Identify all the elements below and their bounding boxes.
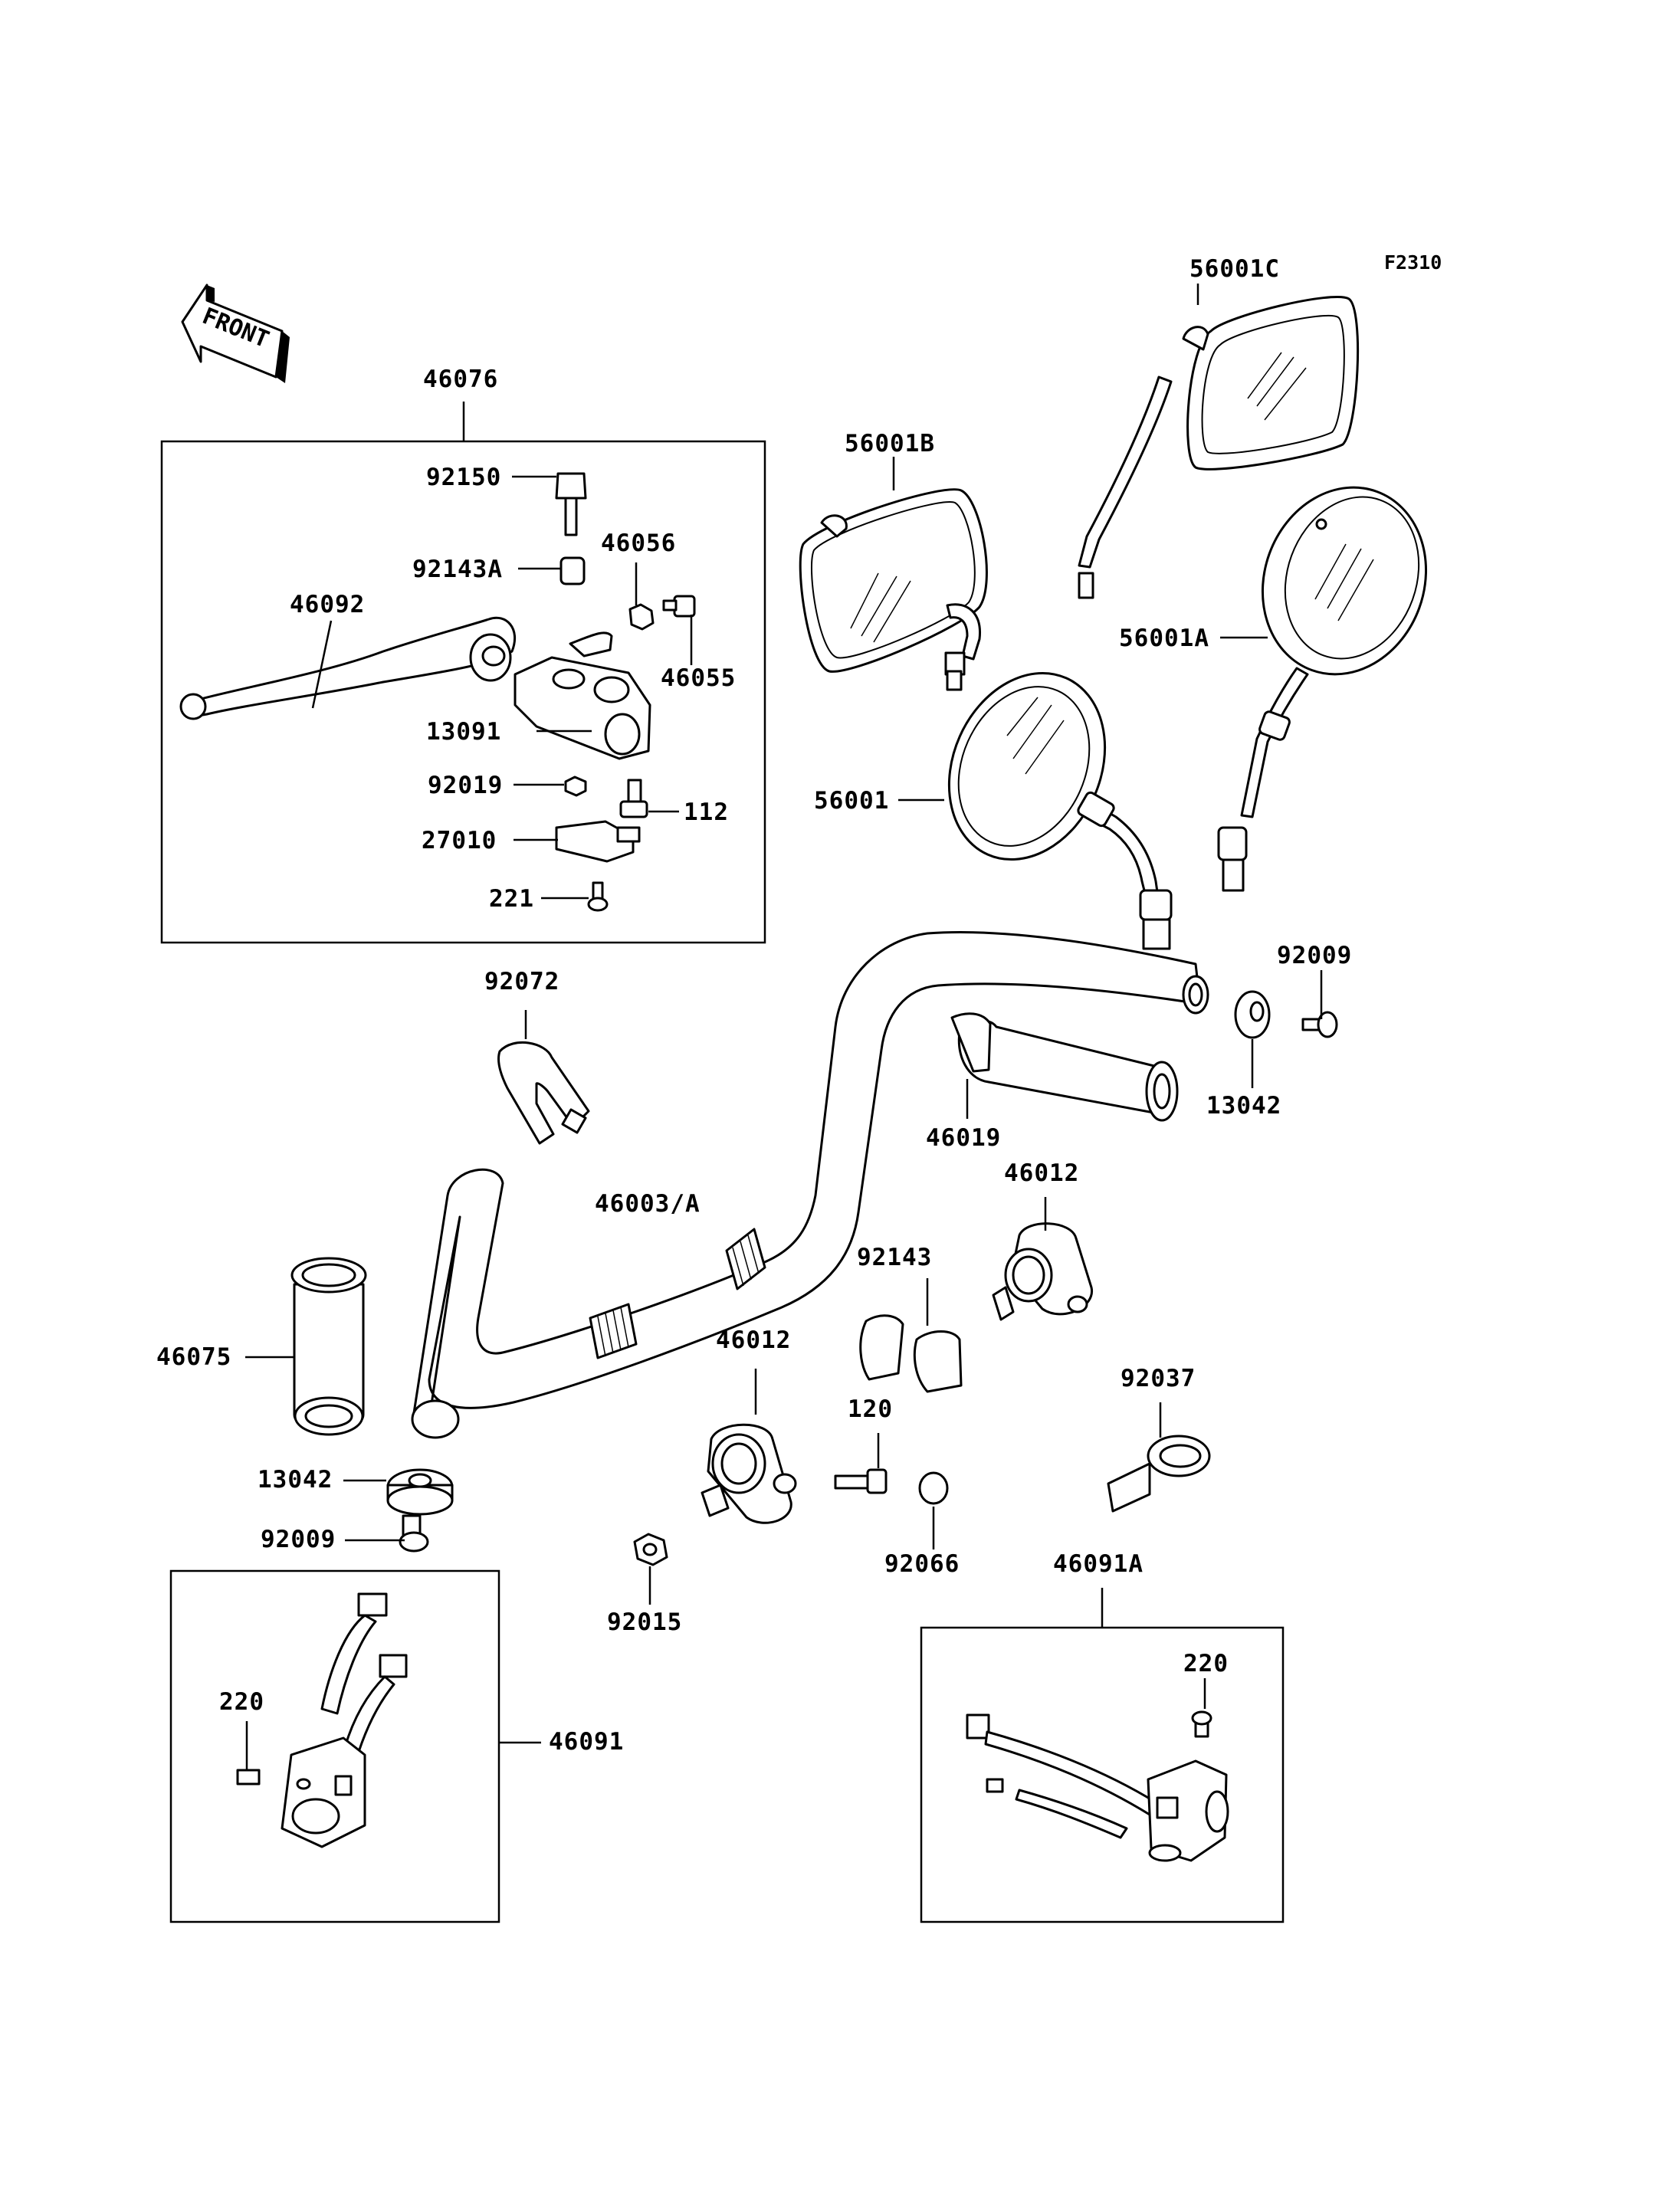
- part-label-92150: 92150: [426, 464, 502, 491]
- left-switch-box: [169, 1569, 500, 1923]
- part-label-56001C: 56001C: [1189, 255, 1280, 283]
- housing-46012-centre-icon: [701, 1423, 797, 1524]
- fitting-92037-icon: [1107, 1435, 1211, 1513]
- part-label-13042-left: 13042: [258, 1466, 333, 1494]
- part-label-120: 120: [848, 1395, 893, 1423]
- lever-46092-icon: [182, 616, 517, 716]
- screw-221-icon: [587, 881, 609, 912]
- part-label-56001B: 56001B: [845, 430, 935, 457]
- part-label-46075: 46075: [156, 1343, 232, 1371]
- figure-code: F2310: [1384, 251, 1442, 274]
- holder-13091-icon: [514, 631, 651, 760]
- weight-13042-left-icon: [386, 1468, 454, 1516]
- nut-92019-icon: [564, 776, 587, 797]
- mirror-56001B-icon: [799, 488, 988, 691]
- part-label-46012-centre: 46012: [716, 1326, 792, 1354]
- collar-92143-icon: [859, 1314, 904, 1381]
- nut-46056-icon: [628, 603, 655, 631]
- part-label-46056: 46056: [601, 530, 677, 557]
- part-label-46091A: 46091A: [1053, 1550, 1144, 1578]
- mirror-56001-icon: [947, 671, 1173, 950]
- part-label-92009-left: 92009: [261, 1526, 336, 1553]
- part-label-46076: 46076: [423, 366, 499, 393]
- part-label-92019: 92019: [428, 772, 504, 799]
- part-label-46019: 46019: [926, 1124, 1002, 1152]
- bolt-92150-icon: [555, 472, 587, 536]
- part-label-92066: 92066: [884, 1550, 960, 1578]
- part-label-46091: 46091: [549, 1728, 625, 1756]
- part-label-92143A: 92143A: [412, 556, 503, 583]
- weight-13042-right-icon: [1234, 990, 1271, 1039]
- housing-46012-right-icon: [992, 1222, 1093, 1321]
- handlebar-46003A-icon: [411, 931, 1209, 1439]
- cap-92066-icon: [918, 1471, 949, 1505]
- mirror-56001C-icon: [1078, 296, 1360, 599]
- part-label-220-left: 220: [219, 1688, 264, 1716]
- part-label-46092: 46092: [290, 591, 366, 618]
- screw-120-icon: [834, 1468, 888, 1494]
- part-label-56001: 56001: [814, 787, 890, 815]
- grip-46019-icon: [950, 1012, 1179, 1122]
- screw-46055-icon: [662, 595, 696, 618]
- part-label-112: 112: [684, 798, 729, 826]
- part-label-220-right: 220: [1183, 1650, 1229, 1677]
- part-label-56001A: 56001A: [1119, 625, 1209, 652]
- front-arrow-icon: FRONT: [181, 284, 290, 383]
- screw-92009-right-icon: [1301, 1011, 1338, 1038]
- part-label-92015: 92015: [607, 1608, 683, 1636]
- part-label-46055: 46055: [661, 664, 737, 692]
- grip-46075-icon: [290, 1257, 367, 1436]
- part-label-92072: 92072: [484, 968, 560, 995]
- part-label-46003A: 46003/A: [595, 1190, 701, 1218]
- part-label-221: 221: [489, 885, 534, 913]
- part-label-13091: 13091: [426, 718, 502, 746]
- screw-92009-left-icon: [399, 1514, 429, 1553]
- part-label-92009-right: 92009: [1277, 942, 1353, 969]
- collar-92143A-icon: [559, 556, 586, 585]
- switch-27010-icon: [555, 820, 641, 863]
- clamp-92072-icon: [497, 1041, 590, 1145]
- part-label-27010: 27010: [422, 827, 497, 854]
- screw-112-icon: [619, 779, 648, 818]
- part-label-13042-right: 13042: [1206, 1092, 1282, 1120]
- switch-housing-46091-icon: [236, 1592, 408, 1848]
- mirror-56001A-icon: [1217, 486, 1428, 892]
- leader-lines: [245, 284, 1323, 1770]
- part-label-92037: 92037: [1121, 1365, 1196, 1392]
- part-label-92143: 92143: [857, 1244, 933, 1271]
- part-label-46012-right: 46012: [1004, 1159, 1080, 1187]
- switch-housing-46091A-icon: [966, 1710, 1229, 1862]
